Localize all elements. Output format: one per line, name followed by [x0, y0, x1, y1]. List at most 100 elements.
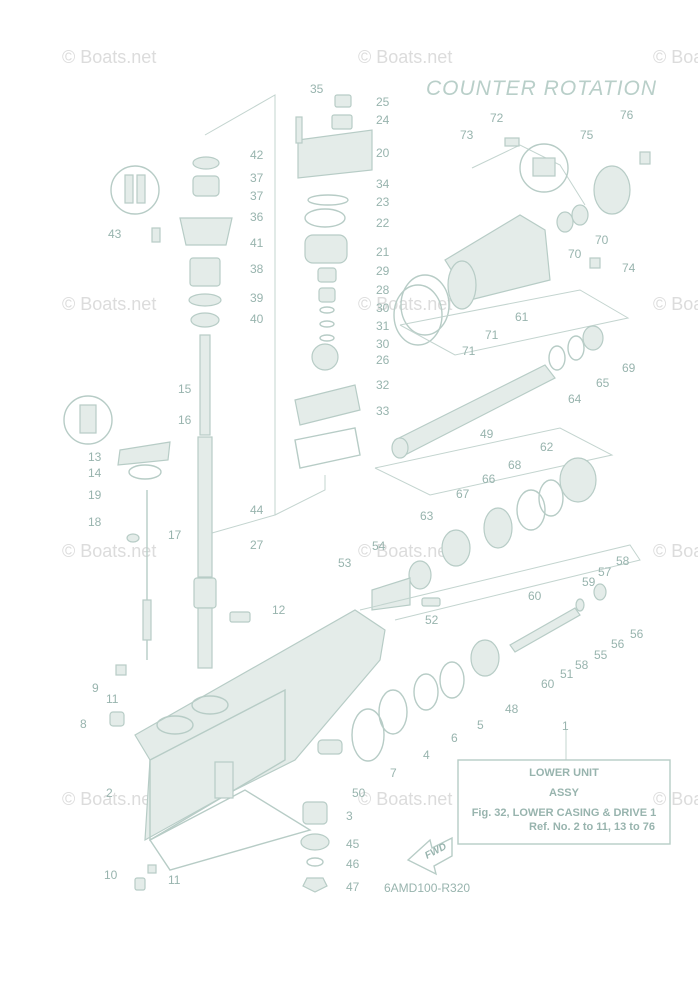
part-number-label: 29 [376, 264, 390, 278]
diagram-code: 6AMD100-R320 [384, 881, 470, 895]
part-number-label: 62 [540, 440, 554, 454]
watermark: © Boats.net [358, 47, 452, 67]
part-number-label: 35 [310, 82, 324, 96]
part-number-label: 11 [168, 873, 181, 887]
part-number-label: 40 [250, 312, 264, 326]
part-number-label: 37 [250, 189, 264, 203]
part-number-label: 54 [372, 539, 386, 553]
part-number-label: 8 [80, 717, 87, 731]
part-number-label: 69 [622, 361, 636, 375]
part-number-label: 58 [575, 658, 589, 672]
part-number-label: 14 [88, 466, 102, 480]
part-number-label: 67 [456, 487, 470, 501]
part-number-label: 28 [376, 283, 390, 297]
part-number-label: 75 [580, 128, 594, 142]
part-number-label: 30 [376, 337, 390, 351]
part-number-label: 22 [376, 216, 390, 230]
watermark: © Boats.net [358, 541, 452, 561]
fwd-label: FWD [423, 841, 448, 861]
watermark: © Boats.net [653, 47, 698, 67]
part-number-label: 37 [250, 171, 264, 185]
part-number-label: 26 [376, 353, 390, 367]
watermark: © Boats.net [62, 294, 156, 314]
watermark: © Boats.net [653, 789, 698, 809]
part-number-label: 25 [376, 95, 390, 109]
part-number-label: 15 [178, 382, 192, 396]
part-number-label: 41 [250, 236, 264, 250]
part-number-label: 32 [376, 378, 390, 392]
part-number-label: 7 [390, 766, 397, 780]
part-number-label: 71 [485, 328, 499, 342]
part-number-label: 34 [376, 177, 390, 191]
part-number-label: 47 [346, 880, 360, 894]
part-number-label: 44 [250, 503, 264, 517]
drive-shaft-group [63, 94, 276, 669]
part-number-label: 16 [178, 413, 192, 427]
gear-case-housing [109, 609, 386, 891]
part-number-label: 46 [346, 857, 360, 871]
part-number-label: 55 [594, 648, 608, 662]
part-number-label: 18 [88, 515, 102, 529]
fwd-arrow: FWD [406, 836, 453, 876]
part-number-label: 60 [541, 677, 555, 691]
watermark: © Boats.net [62, 541, 156, 561]
part-number-label: 73 [460, 128, 474, 142]
info-line-3: Fig. 32, LOWER CASING & DRIVE 1 [472, 807, 657, 819]
watermark: © Boats.net [358, 789, 452, 809]
part-number-label: 57 [598, 565, 612, 579]
part-number-label: 60 [528, 589, 542, 603]
part-number-label: 66 [482, 472, 496, 486]
part-number-label: 19 [88, 488, 102, 502]
part-number-label: 56 [630, 627, 644, 641]
watermark: © Boats.net [62, 47, 156, 67]
part-number-label: 42 [250, 148, 264, 162]
part-number-label: 30 [376, 301, 390, 315]
part-number-label: 17 [168, 528, 182, 542]
part-number-label: 71 [462, 344, 476, 358]
part-number-label: 61 [515, 310, 529, 324]
part-number-label: 11 [106, 692, 119, 706]
part-number-label: 51 [560, 667, 574, 681]
part-number-label: 72 [490, 111, 504, 125]
info-line-2: ASSY [549, 787, 580, 799]
part-number-label: 68 [508, 458, 522, 472]
part-number-label: 1 [562, 719, 569, 733]
part-number-label: 9 [92, 681, 99, 695]
prop-shaft-gears [300, 325, 641, 893]
part-number-label: 52 [425, 613, 439, 627]
part-number-label: 50 [352, 786, 366, 800]
part-number-label: 43 [108, 227, 122, 241]
part-number-label: 12 [272, 603, 286, 617]
part-number-label: 20 [376, 146, 390, 160]
watermark: © Boats.net [358, 294, 452, 314]
part-number-label: 4 [423, 748, 430, 762]
part-number-label: 24 [376, 113, 390, 127]
part-number-label: 5 [477, 718, 484, 732]
part-number-label: 27 [250, 538, 264, 552]
info-line-1: LOWER UNIT [529, 767, 599, 779]
watermark: © Boats.net [62, 789, 156, 809]
part-number-label: 38 [250, 262, 264, 276]
part-number-label: 74 [622, 261, 636, 275]
part-number-label: 65 [596, 376, 610, 390]
info-line-4: Ref. No. 2 to 11, 13 to 76 [529, 821, 655, 833]
part-number-label: 48 [505, 702, 519, 716]
part-number-label: 10 [104, 868, 118, 882]
part-number-label: 33 [376, 404, 390, 418]
part-number-label: 56 [611, 637, 625, 651]
part-number-label: 70 [568, 247, 582, 261]
watermarks: © Boats.net © Boats.net © Boats.net © Bo… [62, 47, 698, 809]
part-number-label: 36 [250, 210, 264, 224]
part-number-label: 13 [88, 450, 102, 464]
prop-shaft-housing [393, 137, 651, 356]
watermark: © Boats.net [653, 541, 698, 561]
part-number-label: 39 [250, 291, 264, 305]
part-number-label: 76 [620, 108, 634, 122]
part-number-label: 45 [346, 837, 360, 851]
part-number-label: 3 [346, 809, 353, 823]
part-callouts: 3525242034232221292830313026323342373736… [80, 82, 644, 894]
part-number-label: 2 [106, 786, 113, 800]
part-number-label: 59 [582, 575, 596, 589]
part-number-label: 23 [376, 195, 390, 209]
part-number-label: 6 [451, 731, 458, 745]
